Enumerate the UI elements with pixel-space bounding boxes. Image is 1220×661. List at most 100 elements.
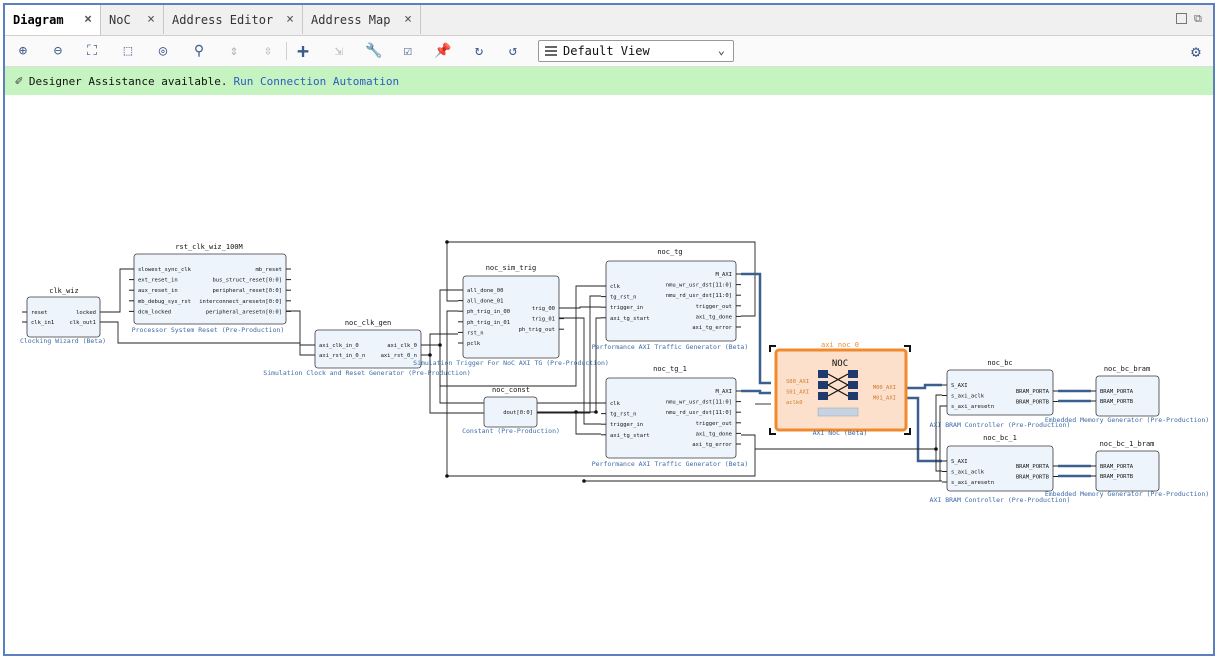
tab-diagram[interactable]: Diagram × <box>5 5 101 35</box>
pin-label: trigger_out <box>696 304 732 310</box>
tab-noc[interactable]: NoC × <box>101 5 164 34</box>
wire-junction <box>574 410 578 414</box>
wire-junction <box>934 447 938 451</box>
block-rst[interactable] <box>133 253 287 325</box>
wire[interactable] <box>446 242 458 302</box>
block-tg1[interactable] <box>605 377 737 459</box>
pin-label: slowest_sync_clk <box>138 267 192 273</box>
wire[interactable] <box>755 448 942 472</box>
add-ip-icon[interactable]: + <box>296 39 310 63</box>
wire[interactable] <box>439 345 601 404</box>
selection-handles <box>769 345 911 435</box>
tab-address-map[interactable]: Address Map × <box>303 5 421 34</box>
block-title: clk_wiz <box>49 287 79 295</box>
close-icon[interactable]: × <box>286 12 294 27</box>
zoom-in-icon[interactable]: ⊕ <box>18 43 28 59</box>
block-bc1[interactable] <box>946 445 1054 492</box>
pin-label: ph_trig_in_00 <box>467 309 510 315</box>
close-icon[interactable]: × <box>147 12 155 27</box>
wire[interactable] <box>286 310 310 356</box>
block-title: rst_clk_wiz_100M <box>175 243 242 251</box>
pin-label: s_axi_aresetn <box>951 480 994 486</box>
wrench-icon[interactable]: 🔧 <box>365 43 383 59</box>
block-bram[interactable] <box>1095 375 1160 417</box>
pin-label: axi_rst_in_0_n <box>319 353 365 359</box>
wire[interactable] <box>429 295 601 414</box>
pin-label: axi_tg_start <box>610 433 650 439</box>
block-tg[interactable] <box>605 260 737 342</box>
block-clk_gen[interactable] <box>314 329 422 369</box>
wire[interactable] <box>100 321 310 346</box>
wire[interactable] <box>446 310 458 476</box>
block-caption: Performance AXI Traffic Generator (Beta) <box>592 343 749 351</box>
wire[interactable] <box>421 289 458 346</box>
pin-label: bus_struct_reset[0:0] <box>212 278 282 284</box>
pin-label: axi_tg_done <box>696 314 732 320</box>
wire[interactable] <box>447 241 756 317</box>
view-select[interactable]: Default View ⌄ <box>538 40 734 62</box>
pin-label: S01_AXI <box>786 390 809 396</box>
collapse-icon[interactable]: ⇕ <box>229 43 239 59</box>
pin-label: BRAM_PORTB <box>1016 400 1050 406</box>
gear-icon[interactable]: ⚙ <box>1191 41 1201 61</box>
pin-label: all_done_00 <box>467 288 503 294</box>
restore-icon[interactable] <box>1176 13 1187 24</box>
close-icon[interactable]: × <box>84 12 92 27</box>
pin-label: S00_AXI <box>786 379 809 385</box>
pin-label: trigger_in <box>610 422 643 428</box>
tab-label: NoC <box>109 12 131 27</box>
block-title: noc_tg_1 <box>653 365 687 373</box>
fit-icon[interactable]: ⛶ <box>87 43 97 59</box>
pin-label: nmu_wr_usr_dst[11:0] <box>666 283 732 289</box>
tab-label: Address Editor <box>172 12 274 27</box>
pin-label: pclk <box>467 341 481 347</box>
wires <box>100 240 1091 483</box>
run-connection-automation-link[interactable]: Run Connection Automation <box>233 74 400 88</box>
block-clk_wiz[interactable] <box>26 296 101 338</box>
designer-assistance-banner: ✐ Designer Assistance available. Run Con… <box>5 67 1213 95</box>
pin-label: clk_in1 <box>31 320 54 326</box>
block-noc[interactable] <box>774 348 908 432</box>
block-bram1[interactable] <box>1095 450 1160 492</box>
tab-address-editor[interactable]: Address Editor × <box>164 5 303 34</box>
block-bc[interactable] <box>946 369 1054 416</box>
locate-icon[interactable]: ◎ <box>158 43 168 59</box>
dim-icon[interactable]: ⇲ <box>334 43 344 59</box>
block-caption: Performance AXI Traffic Generator (Beta) <box>592 460 749 468</box>
expand-icon[interactable]: ⇳ <box>263 43 273 59</box>
noc-to-bram-ctrl[interactable] <box>906 383 942 390</box>
wire[interactable] <box>100 268 129 313</box>
close-icon[interactable]: × <box>404 12 412 27</box>
noc-to-bram-ctrl[interactable] <box>906 396 942 463</box>
pin-icon[interactable]: 📌 <box>434 43 452 59</box>
pin-label: nmu_rd_usr_dst[11:0] <box>666 293 732 299</box>
block-caption: Processor System Reset (Pre-Production) <box>132 326 285 334</box>
block-title: noc_bc <box>987 359 1012 367</box>
regenerate-icon[interactable]: ↺ <box>508 43 518 59</box>
pin-label: M_AXI <box>715 272 732 278</box>
pin-label: BRAM_PORTA <box>1016 389 1050 395</box>
zoom-out-icon[interactable]: ⊖ <box>53 43 63 59</box>
pin-label: axi_tg_done <box>696 431 732 437</box>
float-icon[interactable]: ⧉ <box>1194 12 1202 25</box>
refresh-icon[interactable]: ↻ <box>474 43 484 59</box>
block-caption: Simulation Clock and Reset Generator (Pr… <box>263 369 470 377</box>
wire[interactable] <box>447 434 756 477</box>
noc-switch <box>848 370 858 378</box>
pin-label: all_done_01 <box>467 299 503 305</box>
m-axi-to-noc[interactable] <box>741 389 771 395</box>
wire[interactable] <box>559 306 601 309</box>
validate-icon[interactable]: ☑ <box>403 43 413 59</box>
wire[interactable] <box>537 317 601 413</box>
wire[interactable] <box>559 317 601 425</box>
pin-label: ph_trig_out <box>519 327 555 333</box>
pin-label: S_AXI <box>951 383 968 389</box>
m-axi-to-noc[interactable] <box>741 272 771 385</box>
search-icon[interactable]: ⚲ <box>193 43 205 59</box>
zoom-area-icon[interactable]: ⬚ <box>123 43 133 59</box>
pin-label: rst_n <box>467 330 484 336</box>
block-sim_trig[interactable] <box>462 275 560 359</box>
block-title: noc_bc_1 <box>983 434 1017 442</box>
